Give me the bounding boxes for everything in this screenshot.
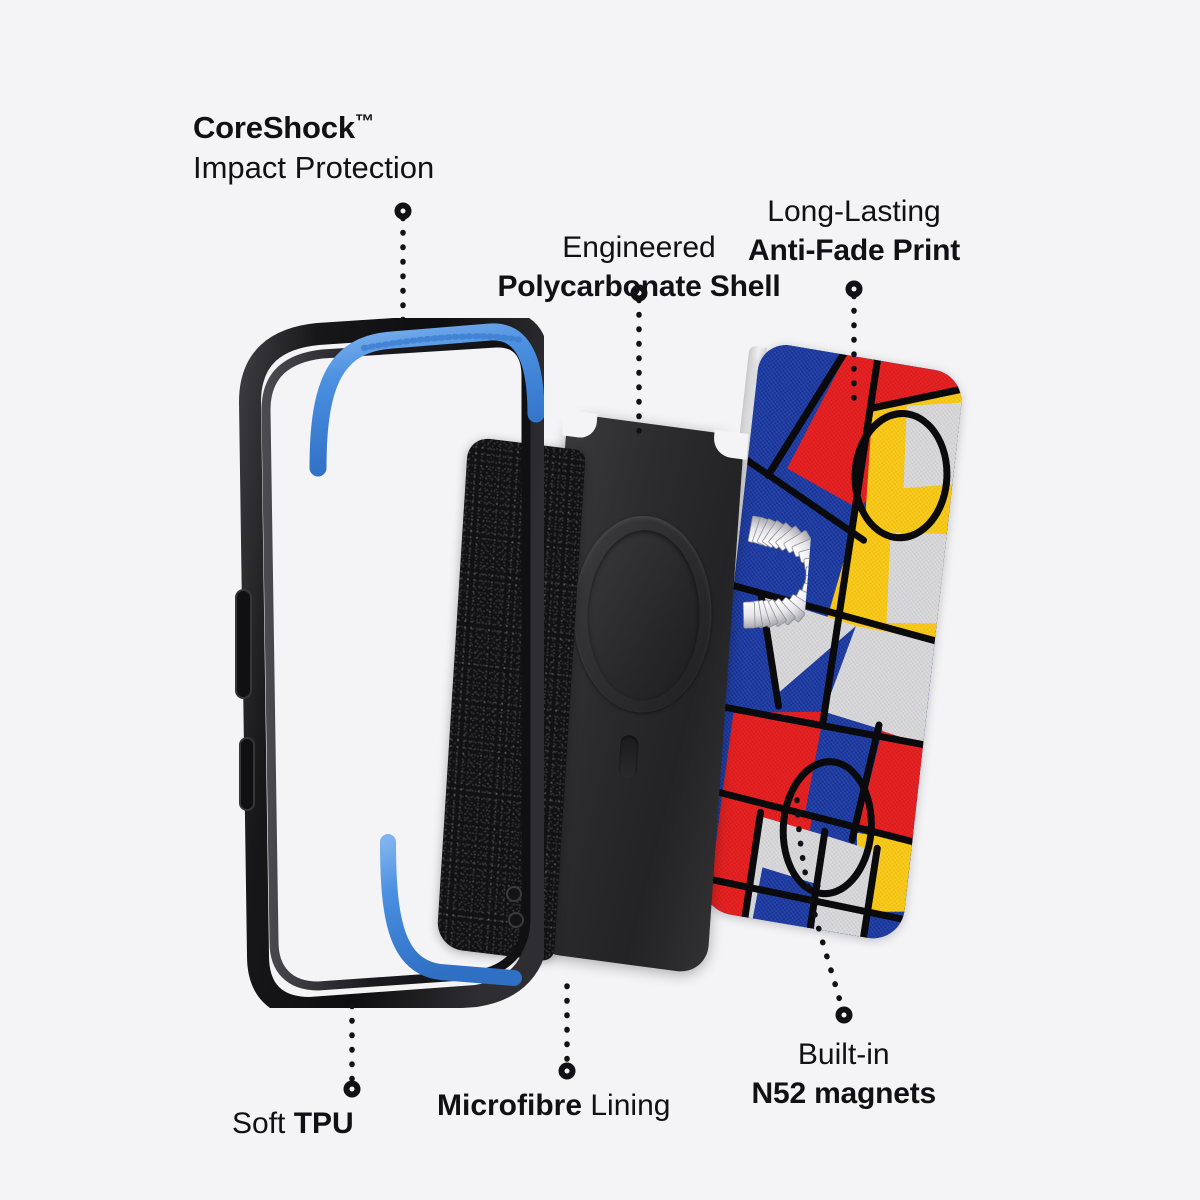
trademark-symbol: ™ xyxy=(354,111,374,133)
shell-slot xyxy=(618,734,640,781)
callout-magnets-line2: N52 magnets xyxy=(751,1077,937,1110)
callout-coreshock-line2: Impact Protection xyxy=(193,150,435,186)
callout-coreshock: CoreShock™ Impact Protection xyxy=(193,108,434,189)
callout-microfibre-line: Microfibre Lining xyxy=(437,1089,671,1122)
callout-polycarbonate-line2: Polycarbonate Shell xyxy=(497,270,781,303)
callout-microfibre: Microfibre Lining xyxy=(437,1086,670,1125)
frame-outer-rim xyxy=(239,318,544,1008)
callout-tpu: Soft TPU xyxy=(232,1104,354,1143)
n52-magnet-ring xyxy=(742,515,819,629)
speaker-port-lower xyxy=(508,912,524,928)
tpu-accent-bottom xyxy=(380,834,522,986)
callout-magnets: Built-in N52 magnets xyxy=(752,1035,937,1113)
callout-polycarbonate-line1: Engineered xyxy=(562,231,716,264)
printed-back-panel xyxy=(687,340,965,944)
callout-coreshock-line1: CoreShock™ xyxy=(193,110,374,145)
frame-inner-lip xyxy=(261,338,531,991)
callout-tpu-line: Soft TPU xyxy=(232,1107,354,1140)
callout-magnets-line1: Built-in xyxy=(797,1038,890,1071)
panel-print-face xyxy=(697,340,965,944)
speaker-port-upper xyxy=(506,886,522,902)
callout-antifade-line1: Long-Lasting xyxy=(767,195,941,228)
callout-antifade-line2: Anti-Fade Print xyxy=(748,234,960,267)
mondrian-print-pattern xyxy=(697,340,965,944)
tpu-bumper-frame xyxy=(235,318,544,1008)
power-button-cutout xyxy=(239,737,255,811)
volume-button-cutout xyxy=(235,589,252,699)
callout-polycarbonate: Engineered Polycarbonate Shell xyxy=(498,228,781,306)
callout-antifade: Long-Lasting Anti-Fade Print xyxy=(748,192,960,270)
tpu-accent-top xyxy=(309,323,544,477)
tpu-accent-texture xyxy=(361,333,523,351)
